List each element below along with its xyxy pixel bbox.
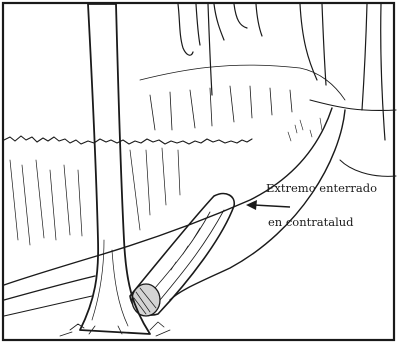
log-end-grain [132,284,160,316]
frame-border [3,3,394,340]
callout-label-line1: Extremo enterrado [266,181,377,195]
callout-label-line2: en contratalud [268,215,354,229]
